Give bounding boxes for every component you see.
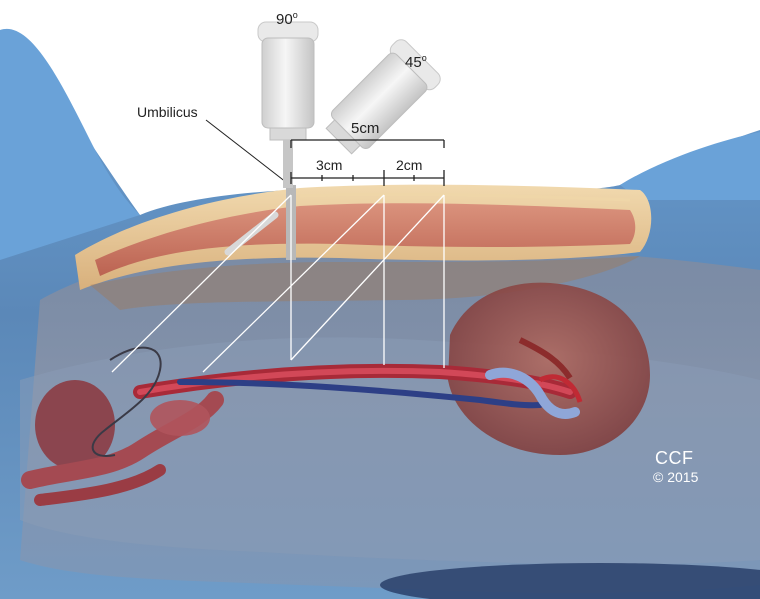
organ-right (448, 282, 650, 455)
projection-lines (111, 194, 445, 373)
angle-45-label: 45o (405, 53, 427, 71)
watermark-copyright: © 2015 (653, 469, 699, 485)
pelvic-organs (21, 346, 224, 506)
watermark-brand: CCF (655, 448, 694, 468)
umbilicus-pointer (205, 119, 292, 187)
angle-90-label: 90o (276, 10, 298, 28)
distance-5cm-label: 5cm (351, 120, 380, 137)
umbilicus-label: Umbilicus (137, 104, 198, 120)
trocar-45-degree (325, 39, 441, 155)
measurement-scale-5cm (290, 139, 445, 148)
great-vessels (133, 363, 583, 419)
abdominal-wall (75, 184, 652, 310)
measurement-scale-3cm-2cm (290, 170, 445, 186)
trocar-90-degree (257, 21, 319, 188)
distance-2cm-label: 2cm (396, 157, 423, 173)
distance-3cm-label: 3cm (316, 157, 343, 173)
